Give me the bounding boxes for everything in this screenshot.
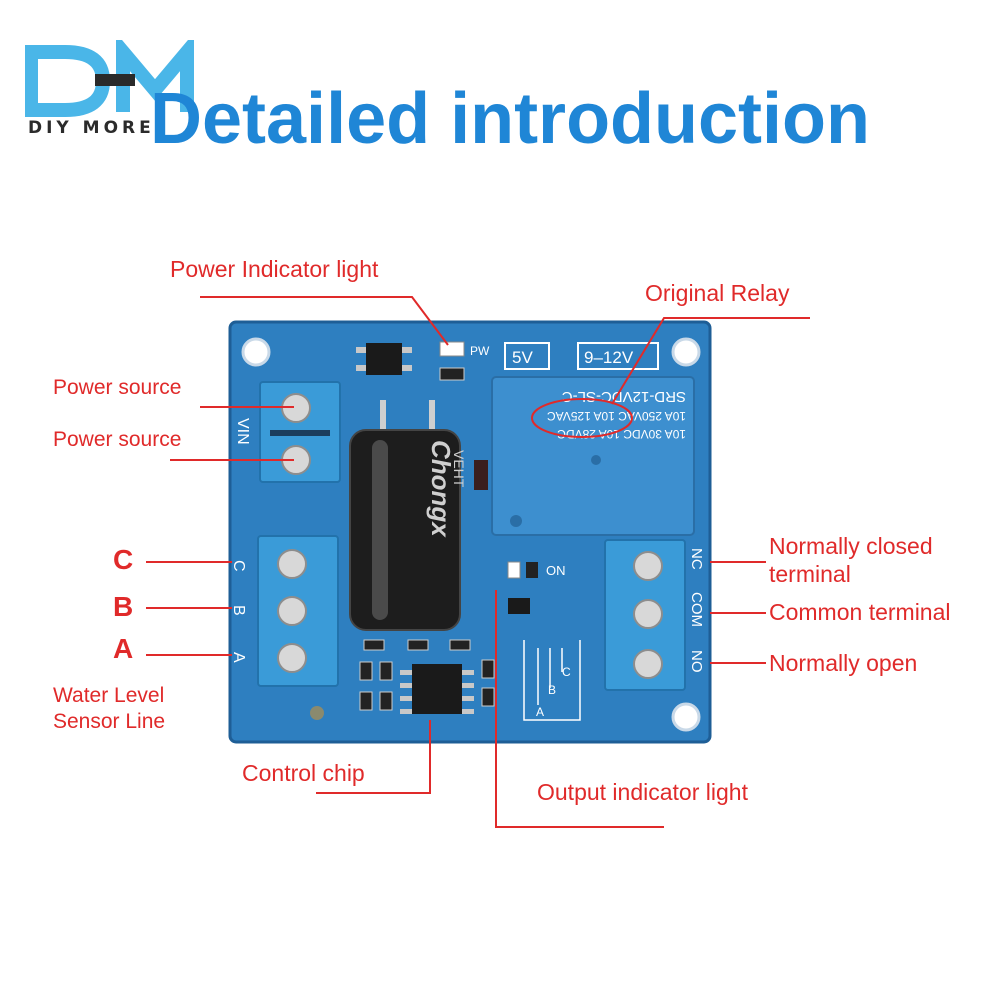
relay-mark — [510, 515, 522, 527]
pw-silk: PW — [470, 344, 490, 358]
label-original-relay: Original Relay — [645, 280, 790, 306]
smd-component — [481, 659, 495, 679]
diymore-logo — [25, 40, 194, 117]
capacitor-brand: Chongx — [426, 440, 456, 538]
transistor — [366, 343, 402, 375]
label-power-source-2: Power source — [53, 428, 182, 451]
transistor-pin — [356, 347, 366, 353]
logo-text: DIY MORE — [28, 118, 155, 138]
chip-pin — [462, 683, 474, 688]
relay-mark — [591, 455, 601, 465]
terminal-screw — [633, 649, 663, 679]
voltage-box-912v — [577, 342, 659, 370]
label-normally-open: Normally open — [769, 650, 918, 676]
vin-silk: VIN — [234, 418, 251, 445]
smd-component — [379, 661, 393, 681]
annotation-lines — [146, 296, 810, 828]
chip-pin — [462, 696, 474, 701]
label-a: A — [113, 633, 134, 664]
logo-m-shape — [116, 40, 194, 112]
probe-a-silk: A — [536, 705, 544, 719]
label-water-level-1: Water Level — [53, 684, 165, 707]
logo-accent — [95, 74, 135, 86]
label-power-source-1: Power source — [53, 376, 182, 399]
label-b: B — [113, 591, 134, 622]
label-common-terminal: Common terminal — [769, 599, 951, 625]
terminal-screw — [277, 643, 307, 673]
voltage-912v: 9–12V — [584, 348, 634, 367]
label-control-chip: Control chip — [242, 760, 365, 786]
relay-highlight-ellipse — [531, 398, 633, 438]
transistor-pin — [402, 365, 412, 371]
terminal-divider — [270, 430, 330, 436]
label-output-indicator: Output indicator light — [537, 779, 748, 805]
voltage-box-5v — [504, 342, 550, 370]
transistor-pin — [356, 365, 366, 371]
mounting-hole — [310, 706, 324, 720]
label-normally-closed-1: Normally closed — [769, 533, 933, 559]
voltage-5v: 5V — [512, 348, 533, 367]
smd-component — [359, 661, 373, 681]
nc-silk: NC — [688, 548, 705, 570]
smd-component — [363, 639, 385, 651]
smd-component — [407, 639, 429, 651]
pin-c-silk: C — [230, 560, 247, 572]
chip-pin — [400, 696, 412, 701]
label-water-level-2: Sensor Line — [53, 710, 166, 733]
leader-original-relay — [611, 317, 810, 405]
mounting-hole — [241, 337, 271, 367]
label-normally-closed-2: terminal — [769, 561, 851, 587]
power-led — [439, 341, 465, 357]
mounting-hole — [671, 702, 701, 732]
terminal-screw — [633, 551, 663, 581]
small-transistor — [508, 598, 530, 614]
on-silk: ON — [546, 563, 566, 578]
com-silk: COM — [688, 592, 705, 627]
chip-pin — [462, 670, 474, 675]
capacitor-text: VEHT — [451, 450, 467, 488]
smd-component — [379, 691, 393, 711]
output-led-resistor — [526, 562, 538, 578]
power-led-resistor — [439, 367, 465, 381]
diode — [474, 460, 488, 490]
probe-b-silk: B — [548, 683, 556, 697]
relay-text-1: SRD-12VDC-SL-C — [562, 388, 686, 405]
chip-pin — [400, 709, 412, 714]
smd-component — [481, 687, 495, 707]
label-power-indicator: Power Indicator light — [170, 256, 379, 282]
output-led — [507, 561, 521, 579]
no-silk: NO — [688, 650, 705, 673]
capacitor-highlight — [372, 440, 388, 620]
page-title: Detailed introduction — [150, 79, 870, 159]
leader-power-indicator — [200, 296, 449, 346]
relay-text-2: 10A 250VAC 10A 125VAC — [547, 409, 686, 423]
leader-output-indicator — [495, 590, 664, 828]
chip-pin — [462, 709, 474, 714]
transistor-pin — [402, 347, 412, 353]
leader-control-chip — [316, 720, 431, 794]
terminal-screw — [633, 599, 663, 629]
terminal-screw — [277, 596, 307, 626]
chip-pin — [400, 683, 412, 688]
smd-component — [359, 691, 373, 711]
chip-pin — [400, 670, 412, 675]
smd-component — [449, 639, 471, 651]
label-c: C — [113, 544, 134, 575]
pin-b-silk: B — [230, 605, 247, 616]
probe-silkscreen — [523, 640, 581, 721]
control-chip — [412, 664, 462, 714]
terminal-screw — [277, 549, 307, 579]
probe-c-silk: C — [562, 665, 571, 679]
mounting-hole — [671, 337, 701, 367]
pin-a-silk: A — [230, 652, 247, 663]
